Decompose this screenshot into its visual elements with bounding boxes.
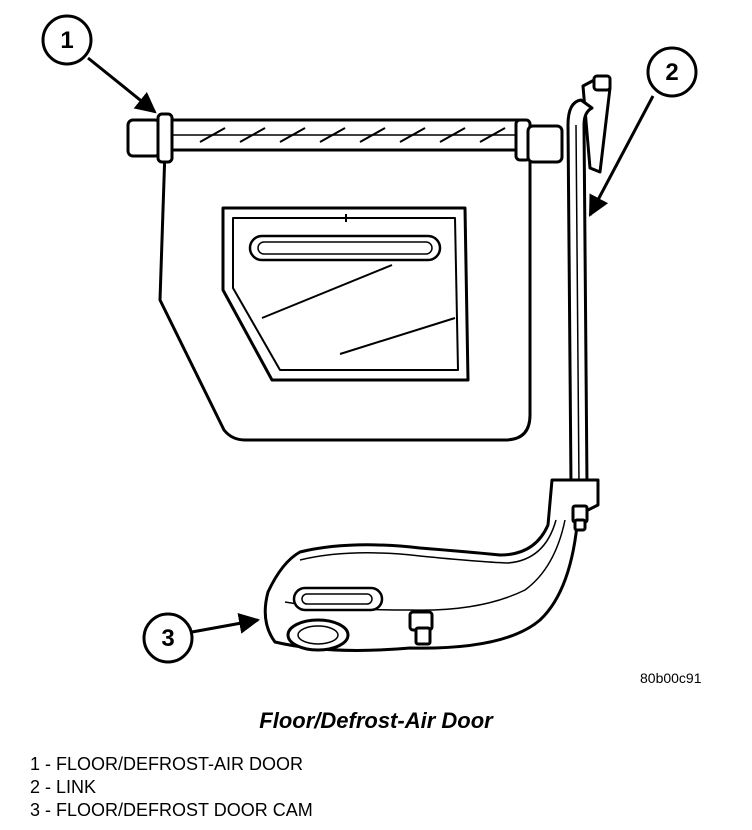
legend-number: 1 <box>30 754 41 774</box>
legend-list: 1 - FLOOR/DEFROST-AIR DOOR 2 - LINK 3 - … <box>30 753 313 822</box>
callout-2: 2 <box>646 46 698 98</box>
legend-number: 2 <box>30 777 41 797</box>
svg-text:3: 3 <box>161 625 174 652</box>
legend-separator: - <box>40 800 57 820</box>
legend-item: 2 - LINK <box>30 776 313 799</box>
callout-1: 1 <box>41 14 93 66</box>
legend-separator: - <box>40 754 57 774</box>
svg-text:1: 1 <box>60 27 73 54</box>
figure-code: 80b00c91 <box>640 670 702 686</box>
legend-item: 3 - FLOOR/DEFROST DOOR CAM <box>30 799 313 822</box>
legend-separator: - <box>40 777 57 797</box>
legend-text: LINK <box>56 777 97 797</box>
legend-text: FLOOR/DEFROST DOOR CAM <box>56 800 313 820</box>
callout-1-arrow <box>87 56 157 114</box>
legend-text: FLOOR/DEFROST-AIR DOOR <box>56 754 304 774</box>
cam-illustration <box>263 478 600 652</box>
callout-3-arrow <box>191 613 261 634</box>
door-diagram: 1 2 3 <box>41 14 698 664</box>
air-door-illustration <box>126 112 564 442</box>
figure-caption: Floor/Defrost-Air Door <box>259 708 493 733</box>
callout-arrows <box>87 56 655 634</box>
legend-item: 1 - FLOOR/DEFROST-AIR DOOR <box>30 753 313 776</box>
callout-2-arrow <box>588 95 655 217</box>
legend-number: 3 <box>30 800 41 820</box>
link-illustration <box>566 74 612 487</box>
svg-text:2: 2 <box>665 59 678 86</box>
callout-3: 3 <box>142 612 194 664</box>
